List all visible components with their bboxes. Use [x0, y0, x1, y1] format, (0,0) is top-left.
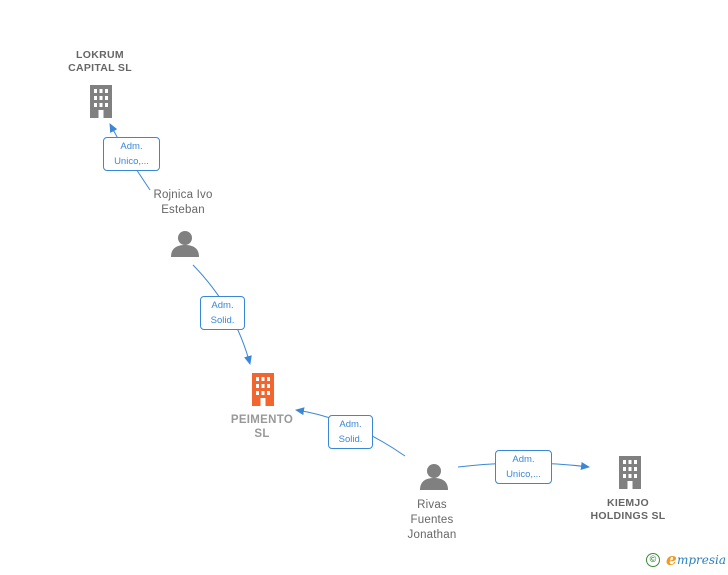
copyright-icon: © — [646, 553, 660, 567]
edge-label-rojnica-peimento[interactable]: Adm. Solid. — [200, 296, 245, 330]
edge-label-line: Solid. — [210, 315, 235, 326]
brand-name: mpresia — [677, 553, 727, 567]
node-label-line: SL — [254, 428, 270, 440]
node-label-rivas: Rivas Fuentes Jonathan — [408, 498, 457, 543]
node-label-kiemjo: KIEMJO HOLDINGS SL — [590, 497, 665, 523]
node-label-line: HOLDINGS SL — [590, 510, 666, 522]
edge-label-rojnica-lokrum[interactable]: Adm. Unico,... — [103, 137, 160, 171]
building-icon[interactable] — [86, 84, 116, 119]
node-label-line: LOKRUM — [76, 49, 124, 61]
node-label-lokrum: LOKRUM CAPITAL SL — [68, 49, 132, 75]
edge-label-line: Adm. — [512, 454, 535, 465]
person-icon[interactable] — [419, 463, 449, 491]
edge-label-line: Adm. — [120, 141, 143, 152]
edge-label-rivas-peimento[interactable]: Adm. Solid. — [328, 415, 373, 449]
person-icon[interactable] — [170, 230, 200, 258]
edge-label-line: Unico,... — [114, 156, 149, 167]
node-label-line: Esteban — [161, 204, 205, 216]
edge-label-line: Adm. — [211, 300, 234, 311]
edge-label-line: Unico,... — [506, 469, 541, 480]
node-label-peimento: PEIMENTO SL — [231, 413, 293, 441]
node-label-line: Fuentes — [410, 514, 454, 526]
node-label-line: CAPITAL SL — [68, 62, 132, 74]
building-icon[interactable] — [615, 455, 645, 490]
edge-label-line: Adm. — [339, 419, 362, 430]
edge-label-line: Solid. — [338, 434, 363, 445]
brand-initial: e — [666, 550, 677, 570]
empresia-logo[interactable]: © e mpresia — [646, 550, 727, 571]
node-label-line: Jonathan — [407, 529, 457, 541]
node-label-line: Rojnica Ivo — [153, 189, 213, 201]
edge-label-rivas-kiemjo[interactable]: Adm. Unico,... — [495, 450, 552, 484]
node-label-line: Rivas — [417, 499, 447, 511]
node-label-rojnica: Rojnica Ivo Esteban — [153, 188, 212, 218]
node-label-line: KIEMJO — [606, 497, 650, 509]
building-icon[interactable] — [248, 372, 278, 407]
node-label-line: PEIMENTO — [230, 414, 294, 426]
